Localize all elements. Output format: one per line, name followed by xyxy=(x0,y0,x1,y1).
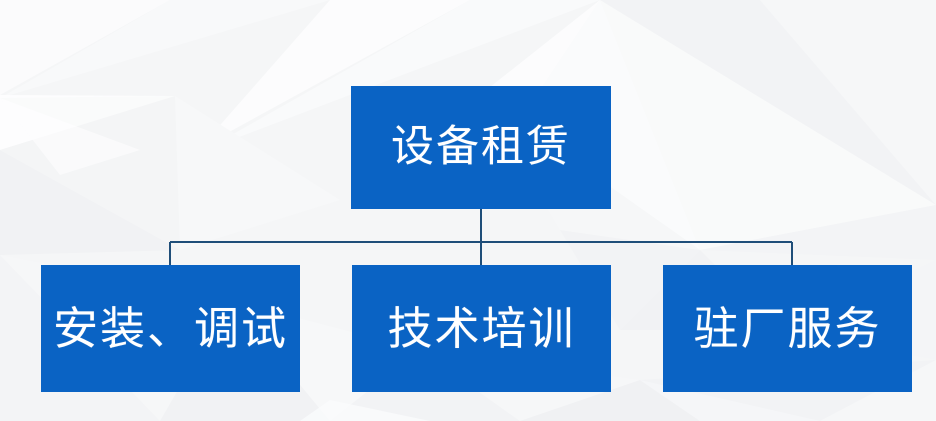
node-child-training-label: 技术培训 xyxy=(387,302,576,355)
node-child-installation-label: 安装、调试 xyxy=(52,302,288,355)
node-child-onsite-service-label: 驻厂服务 xyxy=(693,302,882,355)
node-child-onsite-service[interactable]: 驻厂服务 xyxy=(663,265,912,392)
node-child-installation[interactable]: 安装、调试 xyxy=(41,265,300,392)
node-root-label: 设备租赁 xyxy=(391,122,571,172)
node-root[interactable]: 设备租赁 xyxy=(351,86,611,209)
node-child-training[interactable]: 技术培训 xyxy=(352,265,611,392)
